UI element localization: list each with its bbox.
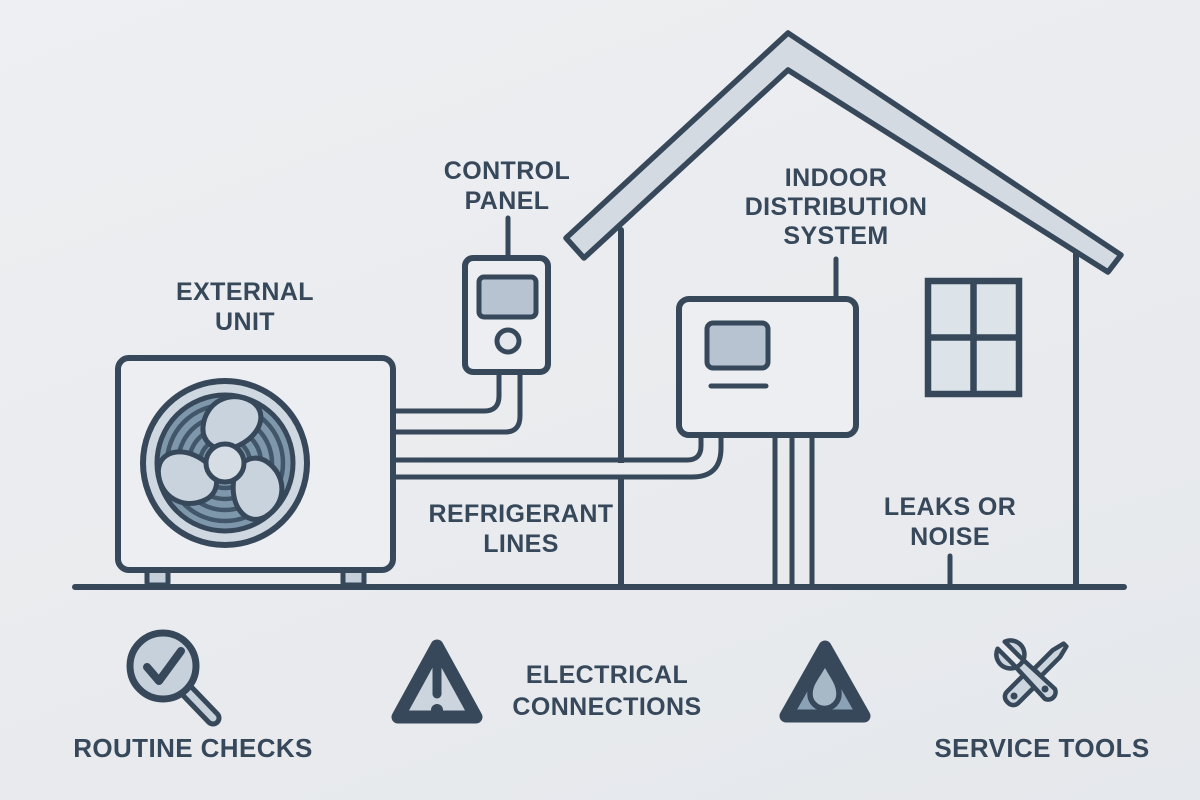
control-panel-button [494,327,522,355]
refrigerant-lines-label: REFRIGERANT LINES [428,500,614,558]
external-unit [115,355,396,588]
electrical-connections-label: ELECTRICAL CONNECTIONS [512,661,702,721]
service-tools-label: SERVICE TOOLS [934,733,1150,763]
control-panel-screen [476,274,539,320]
window [924,277,1023,398]
refrigerant-pipes [394,437,724,480]
fan-icon [140,378,310,548]
control-pipes [394,372,523,435]
roof [563,30,1124,275]
routine-checks-label: ROUTINE CHECKS [73,733,313,763]
service-tools-icon [994,638,1069,708]
control-panel [462,215,551,375]
indoor-unit-screen [704,320,771,371]
indoor-unit [676,256,859,438]
leaks-or-noise-label: LEAKS OR NOISE [883,493,1017,551]
control-panel-label: CONTROL PANEL [443,157,571,215]
wall-pipe-gap [611,463,629,475]
indoor-distribution-label: INDOOR DISTRIBUTION SYSTEM [744,164,928,250]
warning-droplet-icon [779,640,871,723]
warning-exclamation-icon [391,639,483,724]
drain-pipes [772,437,815,585]
external-unit-label: EXTERNAL UNIT [176,278,314,336]
magnifier-check-icon [126,629,222,727]
house-outline [618,227,1079,588]
